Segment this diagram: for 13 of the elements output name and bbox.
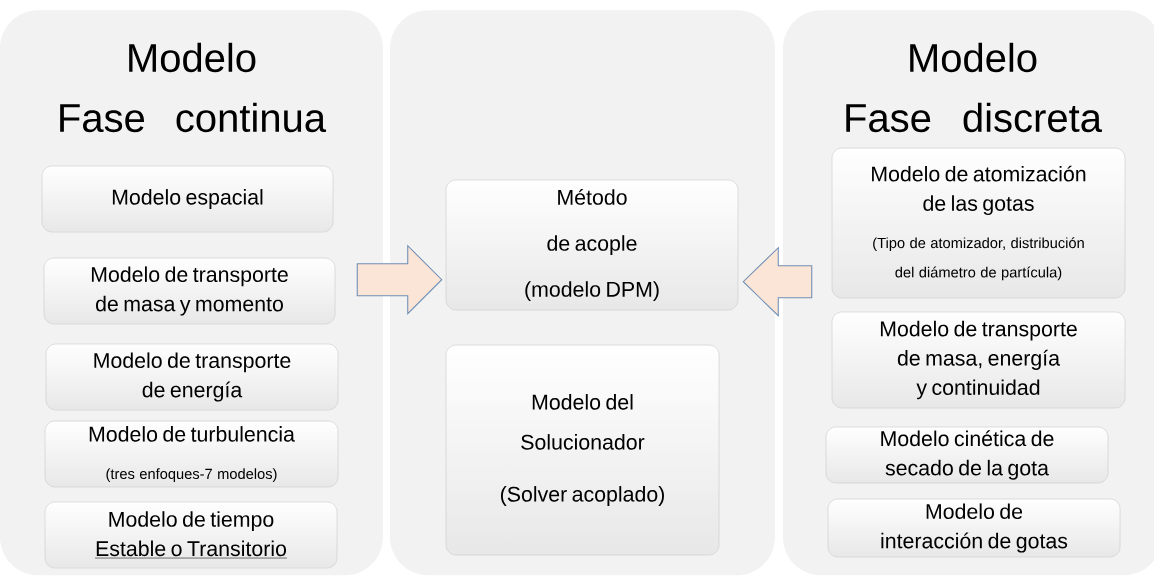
model-box: Modelo de transporte de energía bbox=[45, 343, 339, 411]
model-box: Modelo de turbulencia (tres enfoques-7 modelos) bbox=[44, 420, 339, 488]
model-box: Modelo de interacción de gotas bbox=[827, 498, 1121, 558]
model-box: Modelo de transporte de masa, energía y continuidad bbox=[831, 311, 1126, 409]
block-arrow bbox=[356, 244, 443, 316]
model-box: Modelo de tiempo Estable o Transitorio bbox=[44, 501, 338, 569]
block-arrow bbox=[742, 246, 813, 317]
model-box: Método de acople (modelo DPM) bbox=[445, 179, 739, 311]
model-box: Modelo de atomización de las gotas (Tipo de atomizador, distribución del diámetro de partícula) bbox=[831, 147, 1126, 299]
model-box: Modelo cinética de secado de la gota bbox=[825, 426, 1109, 484]
model-box: Modelo del Solucionador (Solver acoplado) bbox=[445, 344, 720, 556]
model-box: Modelo de transporte de masa y momento bbox=[43, 257, 336, 325]
model-box: Modelo espacial bbox=[41, 165, 334, 233]
